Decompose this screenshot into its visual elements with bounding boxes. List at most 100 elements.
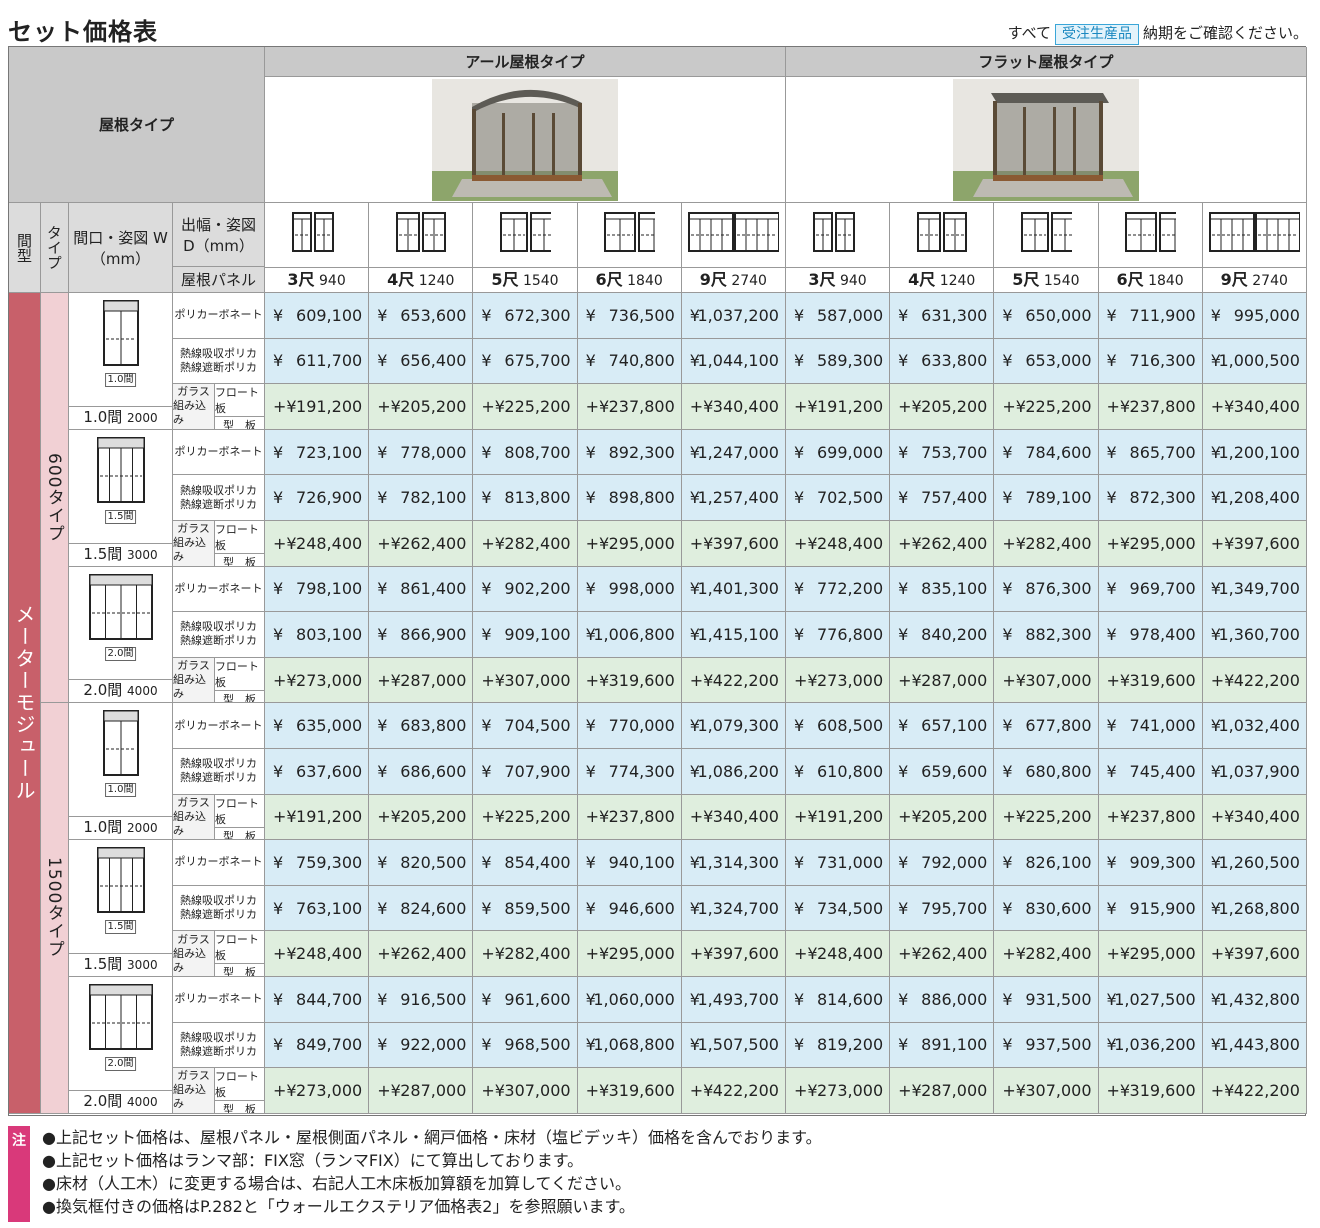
size-label: 5尺 1540 [994, 267, 1098, 292]
currency-mark: ¥ [481, 442, 492, 462]
currency-mark: ¥ [1002, 898, 1013, 918]
currency-mark: ¥ [377, 442, 388, 462]
currency-mark: ¥ [1002, 579, 1013, 599]
price-cell: ¥1,032,400 [1202, 703, 1307, 749]
flat-roof-product-image [785, 77, 1307, 203]
price-cell: ¥922,000 [369, 1022, 474, 1069]
currency-mark: ¥ [585, 579, 596, 599]
currency-mark: +¥ [377, 670, 401, 690]
price-value: 1,314,300 [697, 852, 779, 872]
meter-module-label: メーターモジュール [9, 293, 41, 1114]
price-cell: ¥872,300 [1098, 475, 1203, 521]
price-value: 225,200 [1025, 807, 1092, 827]
price-value: 1,200,100 [1218, 442, 1300, 462]
price-cell: ¥789,100 [994, 475, 1099, 521]
price-cell: ¥635,000 [265, 703, 370, 749]
price-cell: ¥865,700 [1098, 429, 1203, 476]
price-value: 1,360,700 [1218, 624, 1300, 644]
currency-mark: +¥ [1210, 396, 1235, 416]
width-label: 2.0間 4000 [69, 679, 172, 701]
currency-mark: ¥ [1002, 761, 1013, 781]
size-label: 3尺 940 [265, 267, 369, 292]
figured-glass-label: 型 板 [222, 829, 256, 841]
currency-mark: +¥ [585, 396, 610, 416]
currency-mark: +¥ [481, 944, 505, 964]
price-cell: ¥1,079,300 [681, 703, 786, 749]
price-value: 772,200 [816, 579, 884, 599]
price-value: 789,100 [1025, 488, 1092, 508]
price-value: 287,000 [400, 1080, 467, 1100]
price-cell: ¥909,300 [1098, 840, 1203, 886]
price-cell: +¥287,000 [890, 657, 995, 704]
price-cell: ¥835,100 [890, 566, 995, 613]
price-cell: ¥814,600 [785, 976, 891, 1023]
currency-mark: ¥ [1002, 351, 1013, 371]
price-cell: ¥909,100 [473, 612, 578, 658]
currency-mark: ¥ [377, 716, 388, 736]
currency-mark: ¥ [1106, 305, 1117, 325]
price-value: 1,257,400 [697, 488, 779, 508]
price-value: 340,400 [712, 396, 779, 416]
page-title: セット価格表 [8, 18, 158, 46]
price-cell: +¥422,200 [1202, 1068, 1307, 1114]
price-value: 814,600 [816, 989, 884, 1009]
price-value: 191,200 [296, 807, 363, 827]
price-cell: ¥1,006,800 [577, 612, 682, 658]
note-item: 上記セット価格は、屋根パネル・屋根側面パネル・網戸価格・床材（塩ビデッキ）価格を… [42, 1126, 822, 1149]
glass-kinds: フロート板型 板 [214, 384, 264, 430]
price-value: 998,000 [608, 579, 675, 599]
price-value: 741,000 [1129, 716, 1196, 736]
sash-elevation-icon [1209, 212, 1301, 252]
currency-mark: ¥ [1106, 761, 1117, 781]
width-ken: 2.0間 [83, 1091, 123, 1110]
price-cell: +¥237,800 [577, 384, 682, 430]
price-cell: ¥961,600 [473, 976, 578, 1023]
sash-elevation-icon [812, 212, 855, 252]
depth-size-cell: 9尺 2740 [1202, 203, 1307, 293]
price-cell: ¥776,800 [785, 612, 891, 658]
price-value: 1,036,200 [1114, 1035, 1196, 1055]
currency-mark: ¥ [1210, 1035, 1221, 1055]
width-label: 1.0間 2000 [69, 816, 172, 838]
currency-mark: ¥ [898, 351, 909, 371]
size-label: 5尺 1540 [473, 267, 577, 292]
price-cell: ¥859,500 [473, 885, 578, 932]
panel-type-heat: 熱線吸収ポリカ熱線遮断ポリカ [173, 338, 265, 385]
price-cell: +¥422,200 [681, 1068, 786, 1114]
price-value: 1,443,800 [1218, 1035, 1300, 1055]
glass-word: ガラス [177, 522, 210, 536]
glass-label: ガラス組み込み [173, 1068, 215, 1113]
currency-mark: +¥ [1106, 670, 1131, 690]
price-value: 813,800 [504, 488, 571, 508]
note-item: 床材（人工木）に変更する場合は、右記人工木床板加算額を加算してください。 [42, 1172, 822, 1195]
currency-mark: ¥ [898, 761, 909, 781]
price-cell: +¥319,600 [577, 657, 682, 704]
price-cell: ¥813,800 [473, 475, 578, 521]
price-value: 273,000 [296, 1080, 363, 1100]
currency-mark: ¥ [898, 579, 909, 599]
price-cell: ¥1,044,100 [681, 338, 786, 385]
price-cell: ¥882,300 [994, 612, 1099, 658]
price-value: 824,600 [400, 898, 467, 918]
price-cell: ¥778,000 [369, 429, 474, 476]
made-to-order-badge: 受注生産品 [1054, 24, 1139, 45]
price-cell: ¥611,700 [265, 338, 370, 385]
price-cell: ¥699,000 [785, 429, 891, 476]
flat-roof-type-header: フラット屋根タイプ [785, 47, 1307, 77]
width-label: 1.5間 3000 [69, 542, 172, 564]
size-shaku: 9尺 [699, 270, 727, 289]
price-value: 886,000 [921, 989, 988, 1009]
price-cell: +¥273,000 [785, 1068, 891, 1114]
price-cell: ¥1,314,300 [681, 840, 786, 886]
price-cell: ¥915,900 [1098, 885, 1203, 932]
price-value: 1,027,500 [1114, 989, 1196, 1009]
price-value: 854,400 [504, 852, 571, 872]
size-mm: 2740 [1252, 273, 1288, 289]
price-value: 205,200 [400, 807, 467, 827]
figured-glass-label: 型 板 [222, 419, 256, 430]
currency-mark: +¥ [1002, 396, 1026, 416]
currency-mark: ¥ [898, 989, 909, 1009]
width-label: 1.0間 2000 [69, 405, 172, 427]
currency-mark: ¥ [377, 898, 388, 918]
price-value: 882,300 [1025, 624, 1092, 644]
